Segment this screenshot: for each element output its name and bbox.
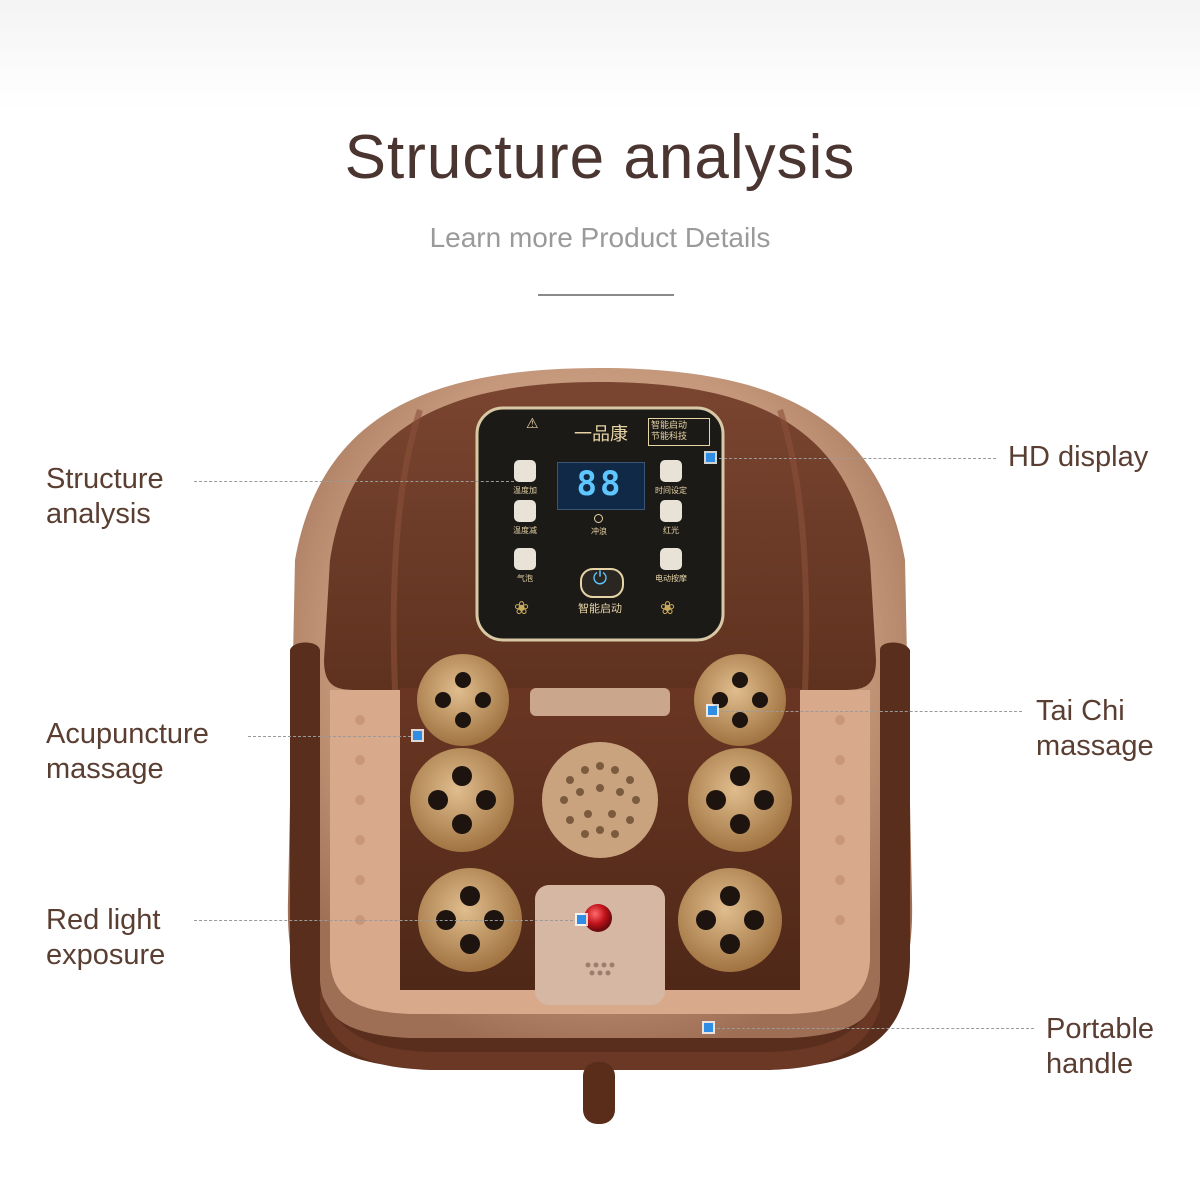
hd-display-screen: [557, 462, 645, 510]
marker-tai-chi: [708, 706, 717, 715]
callout-acupuncture-line2: massage: [46, 753, 164, 785]
power-button[interactable]: [580, 568, 624, 598]
panel-button-red-light-label: 红光: [663, 526, 679, 535]
panel-button-temp-up-label: 温度加: [513, 486, 537, 495]
indicator-dot: [594, 514, 603, 523]
leader-line-acupuncture: [248, 736, 416, 737]
leader-line-tai-chi: [716, 711, 1022, 712]
page-subtitle: Learn more Product Details: [429, 222, 771, 253]
callout-acupuncture-line1: Acupuncture: [46, 718, 209, 750]
start-label: 智能启动: [578, 602, 622, 615]
marker-acupuncture: [413, 731, 422, 740]
power-icon: ⏻: [592, 568, 608, 589]
panel-button-temp-down-label: 温度减: [513, 526, 537, 535]
callout-red-light-line2: exposure: [46, 939, 166, 971]
leader-line-structure: [194, 481, 514, 482]
marker-handle: [704, 1023, 713, 1032]
panel-button-bubble[interactable]: [514, 548, 536, 570]
indicator-label: 冲浪: [591, 527, 607, 536]
callout-structure-analysis-line1: Structure: [46, 463, 164, 495]
panel-brand: 一品康: [574, 424, 628, 445]
panel-button-red-light[interactable]: [660, 500, 682, 522]
callout-structure-analysis-line2: analysis: [46, 498, 151, 530]
callout-tai-chi-massage: Tai Chi massage: [1036, 694, 1154, 764]
callout-handle-line1: Portable: [1046, 1013, 1155, 1045]
flower-ornament-left-icon: ❀: [514, 598, 530, 619]
callout-structure-analysis: Structure analysis: [46, 462, 164, 532]
marker-hd-display: [706, 453, 715, 462]
leader-line-red-light: [194, 920, 578, 921]
page-title: Structure analysis: [344, 123, 856, 192]
title-divider: [538, 294, 674, 296]
panel-button-bubble-label: 气泡: [517, 574, 533, 583]
hd-display-value: 88: [576, 464, 624, 504]
callout-acupuncture-massage: Acupuncture massage: [46, 717, 209, 787]
panel-badge: 智能启动 节能科技: [648, 418, 710, 446]
callout-hd-display: HD display: [1008, 440, 1148, 475]
panel-button-massage[interactable]: [660, 548, 682, 570]
leader-line-handle: [712, 1028, 1034, 1029]
red-light-lamp: [584, 904, 612, 932]
callout-tai-chi-line2: massage: [1036, 730, 1154, 762]
drain-pipe: [583, 1062, 615, 1124]
panel-button-timer[interactable]: [660, 460, 682, 482]
callout-portable-handle: Portable handle: [1046, 1012, 1154, 1082]
marker-red-light: [577, 915, 586, 924]
warning-icon: ⚠: [526, 416, 539, 432]
callout-handle-line2: handle: [1046, 1048, 1134, 1080]
callout-tai-chi-line1: Tai Chi: [1036, 695, 1125, 727]
panel-button-temp-down[interactable]: [514, 500, 536, 522]
callout-hd-display-line1: HD display: [1008, 441, 1149, 473]
header-background: [0, 0, 1200, 110]
panel-button-timer-label: 时间设定: [655, 486, 687, 495]
callout-red-light-line1: Red light: [46, 904, 161, 936]
panel-button-temp-up[interactable]: [514, 460, 536, 482]
flower-ornament-right-icon: ❀: [660, 598, 676, 619]
red-light-pad: [535, 885, 665, 1005]
callout-red-light-exposure: Red light exposure: [46, 903, 165, 973]
panel-button-massage-label: 电动按摩: [655, 574, 687, 583]
leader-line-hd-display: [714, 458, 996, 459]
front-rim: [320, 990, 880, 1070]
